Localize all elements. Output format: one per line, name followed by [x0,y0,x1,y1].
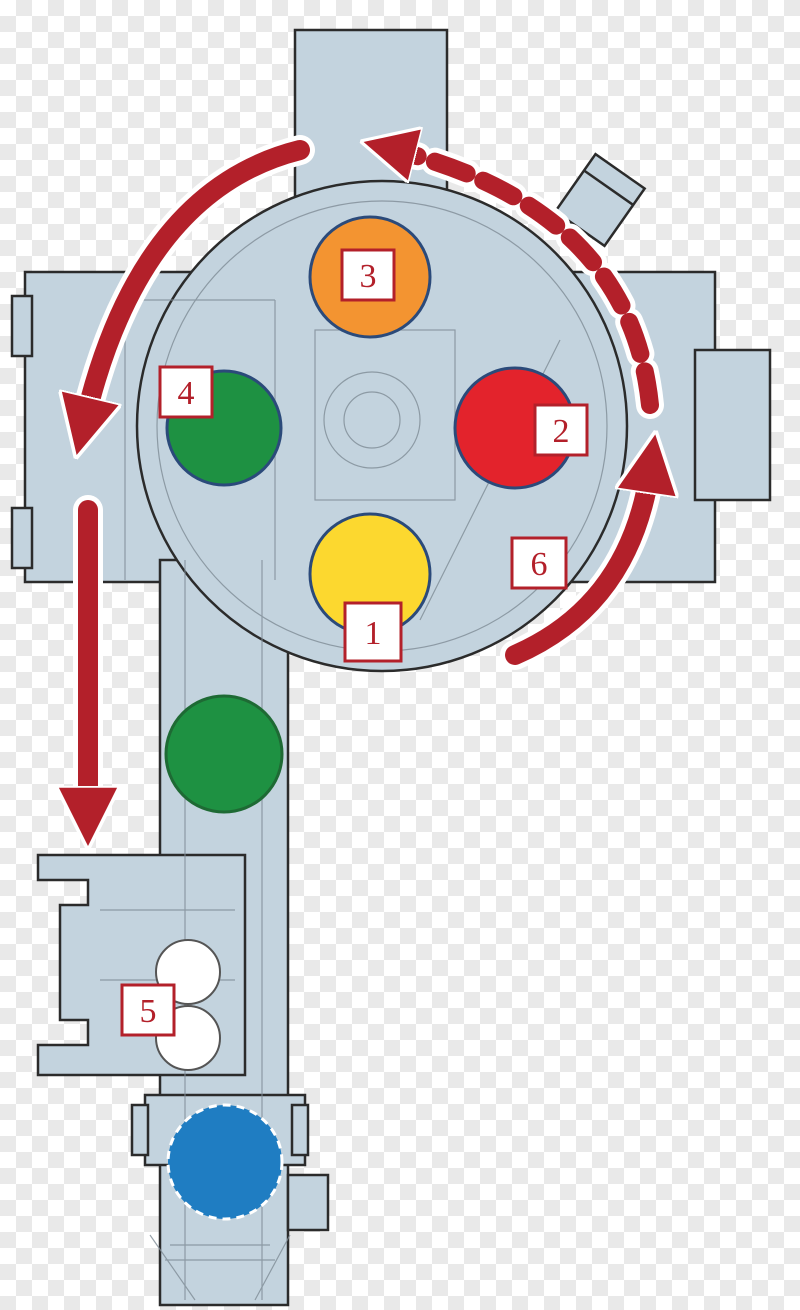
label-3-text: 3 [360,258,377,295]
dashed-curved-arrow-icon [395,150,659,414]
output-motor [286,1173,330,1232]
output-disc [166,1103,284,1221]
label-2-text: 2 [553,413,570,450]
label-2: 2 [533,403,589,457]
label-3: 3 [340,248,396,302]
label-6: 6 [510,536,568,590]
process-arrows [85,150,650,810]
label-5-text: 5 [140,993,157,1030]
output-tab-right [290,1103,310,1157]
label-4: 4 [158,365,214,419]
left-arm-tab-top [10,294,34,358]
label-1-text: 1 [365,615,382,652]
return-arrow-right [505,470,650,665]
conveyor-disc [164,694,284,814]
number-labels: 3 4 2 6 1 5 [120,248,589,1037]
output-tab-left [130,1103,150,1157]
left-arm-tab-bottom [10,506,34,570]
right-motor-block [693,348,772,502]
label-5: 5 [120,983,176,1037]
label-1: 1 [343,601,403,663]
rotation-arrow-left [85,140,310,420]
label-4-text: 4 [178,375,195,412]
label-6-text: 6 [531,546,548,583]
